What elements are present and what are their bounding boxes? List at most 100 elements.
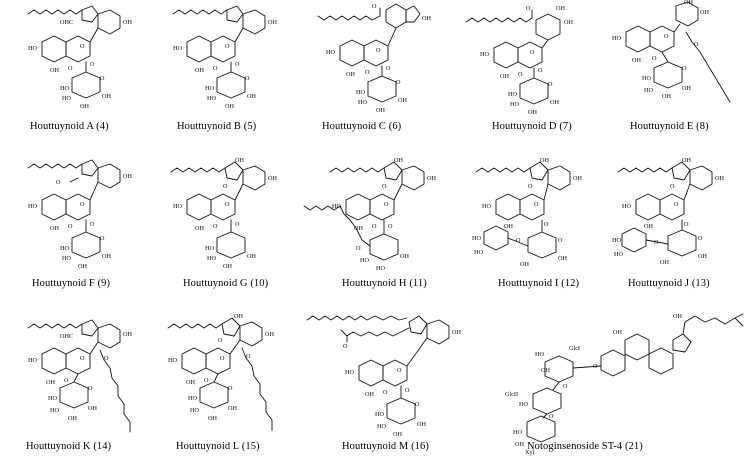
label: OH xyxy=(550,99,559,106)
structure-houttuynoid-m: O OH HO O OH O O O HO HO OH OH xyxy=(306,315,461,438)
label: O xyxy=(225,201,230,208)
label: OH xyxy=(50,67,59,74)
label: OH xyxy=(102,253,111,260)
label: HO xyxy=(480,51,489,58)
label: OHC xyxy=(60,19,73,26)
compound-houttuynoid-m: O OH HO O OH O O O HO HO OH OH Houttuyno… xyxy=(295,310,470,471)
label: HO xyxy=(62,95,71,102)
label: OH xyxy=(123,173,132,180)
label: O xyxy=(213,223,218,230)
label: GlcII xyxy=(505,391,518,398)
label: HO xyxy=(535,351,544,358)
label: OH xyxy=(102,93,111,100)
structure-houttuynoid-g: OH O OH HO O OH O O HO HO OH OH xyxy=(170,157,277,270)
structure-houttuynoid-j: OH O OH HO O OH O O O HO HO OH OH xyxy=(612,157,724,266)
label: OH xyxy=(268,19,277,26)
label: OH xyxy=(684,0,693,6)
label: OH xyxy=(186,379,195,386)
label: O xyxy=(376,47,381,54)
label: O xyxy=(220,355,225,362)
label: O xyxy=(56,179,61,186)
label: O xyxy=(593,363,598,370)
label: HO xyxy=(377,423,386,430)
label: O xyxy=(104,355,109,362)
label: HO xyxy=(168,357,177,364)
label: Xyl xyxy=(525,449,535,456)
label: HO xyxy=(173,45,182,52)
compound-houttuynoid-c: O OH HO O OH O O O HO HO OH OH Houttuyno… xyxy=(310,0,445,150)
label: O xyxy=(415,401,420,408)
label: OH xyxy=(417,421,426,428)
label: OH xyxy=(123,331,132,338)
label: HO xyxy=(474,249,483,256)
compound-caption: Houttuynoid L (15) xyxy=(176,441,260,452)
label: O xyxy=(223,183,228,190)
compound-houttuynoid-a: OHC OH HO O OH O O O HO HO OH OH Houttuy… xyxy=(20,0,150,150)
label: O xyxy=(80,201,85,208)
label: O xyxy=(654,239,659,246)
label: O xyxy=(80,43,85,50)
label: O xyxy=(538,67,543,74)
label: HO xyxy=(375,411,384,418)
label: OH xyxy=(365,391,374,398)
label: O xyxy=(684,221,689,228)
label: O xyxy=(549,413,554,420)
label: O xyxy=(386,65,391,72)
label: HO xyxy=(326,49,335,56)
label: O xyxy=(674,201,679,208)
label: O xyxy=(664,33,669,40)
structure-houttuynoid-e: OH OH HO O O OH O O HO HO OH OH xyxy=(612,0,731,103)
label: O xyxy=(518,71,523,78)
label: OH xyxy=(265,331,274,338)
label: O xyxy=(652,55,657,62)
compound-houttuynoid-h: OH O OH HO O OH O O O HO HO OH Houttuyno… xyxy=(300,157,460,308)
label: O xyxy=(528,183,533,190)
label: OH xyxy=(376,107,385,114)
label: O xyxy=(670,183,675,190)
label: OH xyxy=(346,71,355,78)
label: OH xyxy=(195,225,204,232)
label: OH xyxy=(225,103,234,110)
label: OH xyxy=(613,329,622,336)
label: GlcI xyxy=(569,345,580,352)
label: OH xyxy=(398,97,407,104)
label: OH xyxy=(78,263,87,270)
label: HO xyxy=(510,101,519,108)
compound-caption: Houttuynoid K (14) xyxy=(26,441,112,452)
label: HO xyxy=(472,235,481,242)
label: HO xyxy=(519,401,528,408)
label: HO xyxy=(513,429,522,436)
label: HO xyxy=(205,245,214,252)
label: OH xyxy=(123,19,132,26)
label: OH xyxy=(427,175,436,182)
label: OH xyxy=(673,313,682,320)
label: HO xyxy=(62,255,71,262)
label: O xyxy=(246,353,251,360)
label: OH xyxy=(195,67,204,74)
label: O xyxy=(343,343,348,350)
label: OH xyxy=(50,225,59,232)
label: OH xyxy=(520,261,529,268)
label: O xyxy=(558,237,563,244)
label: OH xyxy=(46,379,55,386)
label: OH xyxy=(80,103,89,110)
label: OH xyxy=(540,157,549,164)
label: O xyxy=(356,245,361,252)
label: OH xyxy=(504,223,513,230)
label: HO xyxy=(360,257,369,264)
compound-caption: Houttuynoid D (7) xyxy=(492,121,572,132)
label: O xyxy=(204,377,209,384)
label: O xyxy=(526,5,531,12)
label: OH xyxy=(682,85,691,92)
structure-houttuynoid-k: OHC OH HO O OH O O O HO HO OH OH xyxy=(27,319,132,433)
compound-houttuynoid-b: OH HO O OH O O O HO HO OH OH Houttuynoid… xyxy=(165,0,295,150)
structure-houttuynoid-b: OH HO O OH O O O HO HO OH OH xyxy=(172,5,277,110)
label: HO xyxy=(28,45,37,52)
label: O xyxy=(80,355,85,362)
label: OH xyxy=(500,73,509,80)
label: OH xyxy=(223,263,232,270)
label: O xyxy=(548,81,553,88)
label: O xyxy=(235,221,240,228)
label: OH xyxy=(88,405,97,412)
label: OH xyxy=(208,415,217,422)
